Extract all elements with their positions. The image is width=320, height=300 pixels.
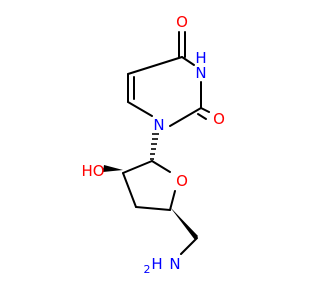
atom-n-amine: N bbox=[169, 255, 180, 273]
atom-n-amine-subscript: 2 bbox=[144, 263, 151, 276]
wedge-bond-c4-c5 bbox=[170, 207, 198, 240]
atom-o-c4: O bbox=[176, 13, 188, 31]
bond-n1-c6 bbox=[127, 101, 153, 117]
bond-c4-n3 bbox=[181, 56, 195, 66]
structure-diagram: O N H O N HO O N H 2 bbox=[81, 13, 224, 276]
hashed-bond-c1-n1 bbox=[150, 133, 159, 160]
bond-oring-c1 bbox=[151, 160, 171, 173]
bond-c1-c2 bbox=[122, 160, 153, 174]
atom-n3: N bbox=[195, 64, 206, 82]
bond-c2-o bbox=[200, 107, 210, 113]
bond-c2-o-double bbox=[197, 113, 207, 120]
atom-ho: HO bbox=[81, 162, 104, 180]
atom-o-ring: O bbox=[176, 172, 188, 190]
bond-c5-c4 bbox=[127, 56, 183, 75]
atom-n-amine-h: H bbox=[151, 255, 162, 273]
atom-n3-h: H bbox=[195, 49, 206, 67]
atom-n1: N bbox=[153, 116, 164, 134]
bond-c4-oring bbox=[169, 190, 176, 211]
wedge-bond-c2-oh bbox=[103, 165, 123, 172]
bond-layer bbox=[122, 31, 210, 255]
molecule-canvas: O N H O N HO O N H 2 bbox=[81, 13, 225, 276]
atom-o-c2: O bbox=[213, 110, 225, 128]
stereo-bond-layer bbox=[103, 133, 198, 240]
bond-c2-n1 bbox=[169, 107, 202, 127]
bond-c3-c4 bbox=[135, 206, 171, 211]
bond-c2-c3 bbox=[122, 172, 137, 208]
atom-label-layer: O N H O N HO O N H 2 bbox=[81, 13, 224, 276]
bond-c5-namine bbox=[180, 237, 198, 255]
